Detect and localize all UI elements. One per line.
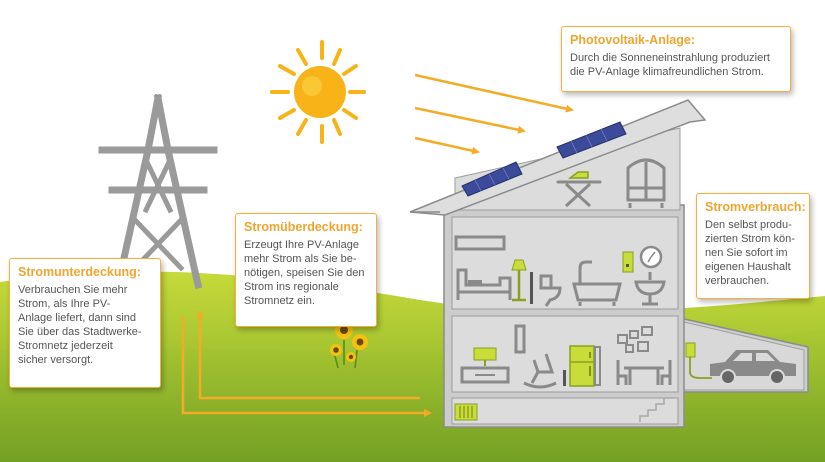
house xyxy=(409,99,809,428)
sun-icon xyxy=(270,40,366,144)
callout-stromueberdeckung: Stromüberdeckung: Erzeugt Ihre PV-Anlage… xyxy=(235,213,377,327)
room-divider xyxy=(530,272,533,304)
callout-stromunterdeckung-line: Stromnetz jederzeit xyxy=(18,340,113,352)
callout-stromueberdeckung-line: nötigen, speisen Sie den xyxy=(244,267,365,279)
callout-stromueberdeckung-line: Strom ins regionale xyxy=(244,281,339,293)
wall-frames xyxy=(617,326,653,353)
tv-icon xyxy=(460,347,510,384)
air-conditioner-icon xyxy=(454,235,506,251)
fridge-icon xyxy=(569,345,595,387)
power-pylon-icon xyxy=(98,93,218,290)
callout-stromunterdeckung-line: Anlage liefert, dann sind xyxy=(18,312,137,324)
callout-stromverbrauch-line: verbrauchen. xyxy=(705,275,770,287)
callout-stromunterdeckung-line: Strom, als Ihre PV- xyxy=(18,298,111,310)
callout-stromueberdeckung-body: Erzeugt Ihre PV-Anlage mehr Strom als Si… xyxy=(244,238,368,308)
callout-stromueberdeckung-line: mehr Strom als Sie be- xyxy=(244,253,357,265)
callout-photovoltaik-line: Durch die Sonneneinstrahlung produziert xyxy=(570,52,770,64)
grid-flow-arrows xyxy=(181,310,432,417)
callout-stromunterdeckung-title: Stromunterdeckung: xyxy=(18,265,141,279)
callout-stromverbrauch-title: Stromverbrauch: xyxy=(705,200,806,214)
callout-photovoltaik: Photovoltaik-Anlage: Durch die Sonnenein… xyxy=(561,26,791,92)
callout-stromunterdeckung: Stromunterdeckung: Verbrauchen Sie mehr … xyxy=(9,258,161,388)
floor-lamp-icon xyxy=(511,259,527,302)
bathtub-icon xyxy=(572,260,622,306)
callout-stromunterdeckung-line: Verbrauchen Sie mehr xyxy=(18,284,128,296)
dining-table-icon xyxy=(616,360,672,385)
callout-photovoltaik-body: Durch die Sonneneinstrahlung produziert … xyxy=(570,51,782,79)
bed-icon xyxy=(456,268,512,300)
callout-stromverbrauch-line: nen Sie sofort im xyxy=(705,247,788,259)
water-heater-icon xyxy=(622,251,634,273)
rocking-chair-icon xyxy=(523,353,557,389)
ironing-board-icon xyxy=(556,171,602,208)
callout-stromverbrauch-line: zierten Strom kön- xyxy=(705,233,795,245)
callout-stromueberdeckung-line: Stromnetz ein. xyxy=(244,295,315,307)
wallbox-icon xyxy=(685,342,712,379)
callout-photovoltaik-line: die PV-Anlage klimafreundlichen Strom. xyxy=(570,66,764,78)
callout-stromunterdeckung-line: sicher versorgt. xyxy=(18,354,94,366)
wardrobe-icon xyxy=(626,158,666,208)
heater-icon xyxy=(454,403,478,421)
callout-stromunterdeckung-body: Verbrauchen Sie mehr Strom, als Ihre PV-… xyxy=(18,283,152,367)
callout-stromueberdeckung-title: Stromüberdeckung: xyxy=(244,220,363,234)
upper-floor-room xyxy=(451,216,679,310)
sink-icon xyxy=(634,272,666,306)
callout-stromverbrauch-body: Den selbst produ- zierten Strom kön- nen… xyxy=(705,218,801,288)
cabinet-panel xyxy=(594,346,601,386)
car-icon xyxy=(710,350,796,385)
callout-stromverbrauch: Stromverbrauch: Den selbst produ- zierte… xyxy=(696,193,810,299)
callout-photovoltaik-title: Photovoltaik-Anlage: xyxy=(570,33,696,47)
sun-ray-arrows xyxy=(414,73,574,155)
solar-panel-icon xyxy=(461,121,627,197)
wall-picture xyxy=(514,324,526,354)
callout-stromverbrauch-line: eigenen Haushalt xyxy=(705,261,791,273)
callout-stromunterdeckung-line: Sie über das Stadtwerke- xyxy=(18,326,142,338)
callout-stromueberdeckung-line: Erzeugt Ihre PV-Anlage xyxy=(244,239,359,251)
callout-stromverbrauch-line: Den selbst produ- xyxy=(705,219,792,231)
wall-clock-icon xyxy=(639,245,663,269)
basement-room xyxy=(451,397,679,425)
toilet-icon xyxy=(539,274,562,307)
room-divider-2 xyxy=(563,370,566,386)
